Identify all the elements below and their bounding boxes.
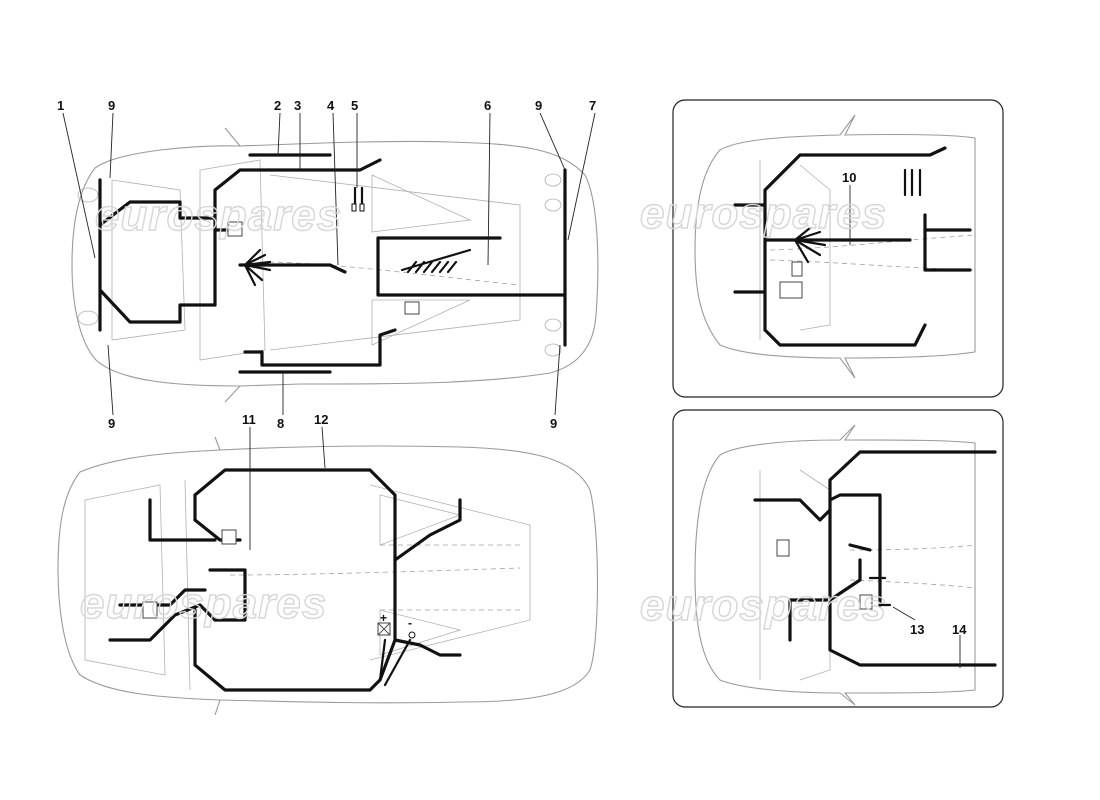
battery-plus: +: [380, 611, 387, 625]
harness-detail-small: [868, 576, 892, 607]
callout-10: 10: [842, 170, 856, 185]
watermark: eurospares: [80, 579, 327, 628]
lamp-rear-left-2: [544, 198, 562, 212]
relay-box-left: [142, 601, 158, 619]
leader-9-bottom-front: [107, 344, 114, 416]
centerline-dash: [769, 234, 976, 271]
callout-3: 3: [294, 98, 301, 113]
car-outline-detail-upper: [694, 114, 976, 379]
callout-11: 11: [242, 412, 256, 427]
harness-detail-relay: [903, 168, 922, 197]
detail-frame-upper: [672, 99, 1004, 398]
car-outline-detail-lower: [694, 424, 976, 706]
callout-5: 5: [351, 98, 358, 113]
callout-12: 12: [314, 412, 328, 427]
battery-cross: [377, 622, 391, 636]
leader-9-top-rear: [539, 112, 566, 171]
harness-front-1: [98, 178, 217, 332]
leader-9-top-front: [109, 112, 114, 179]
callout-9: 9: [108, 98, 115, 113]
callout-7: 7: [589, 98, 596, 113]
rear-window-outline: [84, 484, 166, 676]
callout-14: 14: [952, 622, 967, 637]
harness-branch-fan: [243, 248, 272, 287]
connector: [351, 203, 357, 212]
watermark: eurospares: [640, 189, 887, 238]
cabin-lines: [759, 160, 831, 340]
engine-bay-outline: [269, 174, 521, 351]
relay-box-front: [227, 221, 243, 237]
windshield-outline: [111, 179, 186, 341]
lamp-rear-left-1: [544, 173, 562, 187]
harness-floor-8: [238, 328, 397, 374]
leader-13: [892, 606, 916, 621]
relay-box-detail: [779, 281, 803, 299]
tunnel-shape-top: [371, 174, 472, 233]
watermark: eurospares: [640, 581, 887, 630]
callout-13: 13: [910, 622, 924, 637]
lamp-rear-right-1: [544, 318, 562, 332]
harness-detail-fan: [793, 226, 827, 264]
centerline-dash: [229, 544, 521, 611]
front-bay-outline: [369, 484, 531, 661]
detail-view-lower: 13 14 eurospares: [639, 409, 1004, 708]
harness-detail-14: [828, 450, 997, 667]
car-view-main: 1 9 2 3 4 5 6 9 7 9 8 9 eurospares: [57, 98, 599, 431]
leader-9-bottom-rear: [554, 344, 561, 416]
callout-4: 4: [327, 98, 335, 113]
callout-9: 9: [535, 98, 542, 113]
leader-7: [567, 112, 596, 241]
relay-box-detail-left: [776, 539, 790, 557]
harness-detail-13: [753, 498, 872, 642]
leader-12: [321, 426, 326, 469]
detail-frame-lower: [672, 409, 1004, 708]
lamp-rear-right-2: [544, 343, 562, 357]
car-outline-lower: [57, 436, 599, 716]
leader-2: [277, 112, 281, 156]
headlamp-front-right: [77, 310, 99, 326]
harness-battery-lead: [378, 638, 412, 687]
battery-minus: -: [408, 616, 412, 630]
headlamp-front-left: [77, 187, 99, 203]
car-outline-main: [71, 127, 599, 403]
cabin-outline: [199, 159, 266, 361]
harness-relay-5: [353, 186, 364, 207]
callout-2: 2: [274, 98, 281, 113]
battery-ground-terminal: [408, 631, 416, 639]
harness-cabin-4: [238, 263, 347, 274]
callout-9: 9: [108, 416, 115, 431]
harness-engine-6: [376, 193, 567, 297]
relay-box-dash: [221, 529, 237, 545]
harness-front-right: [393, 498, 462, 657]
relay-box-detail-right: [859, 594, 873, 610]
relay-box-engine: [404, 301, 420, 315]
callout-6: 6: [484, 98, 491, 113]
harness-detail-10: [733, 146, 947, 347]
leader-4: [332, 112, 339, 266]
callout-8: 8: [277, 416, 284, 431]
leader-1: [62, 112, 96, 259]
leader-6: [487, 112, 491, 266]
fuse-box-detail: [791, 261, 803, 277]
cabin-divider: [184, 479, 191, 691]
connector: [359, 203, 365, 212]
tunnel-shapes: [379, 494, 462, 656]
detail-view-upper: 10 eurospares: [639, 99, 1004, 398]
callout-1: 1: [57, 98, 64, 113]
harness-detail-right: [923, 213, 972, 272]
callout-9: 9: [550, 416, 557, 431]
car-view-lower: + - 11 12 eurospares: [57, 412, 599, 716]
tunnel-shape-bottom: [371, 299, 471, 346]
watermark: eurospares: [95, 191, 342, 240]
harness-engine-zigzag: [400, 248, 472, 274]
